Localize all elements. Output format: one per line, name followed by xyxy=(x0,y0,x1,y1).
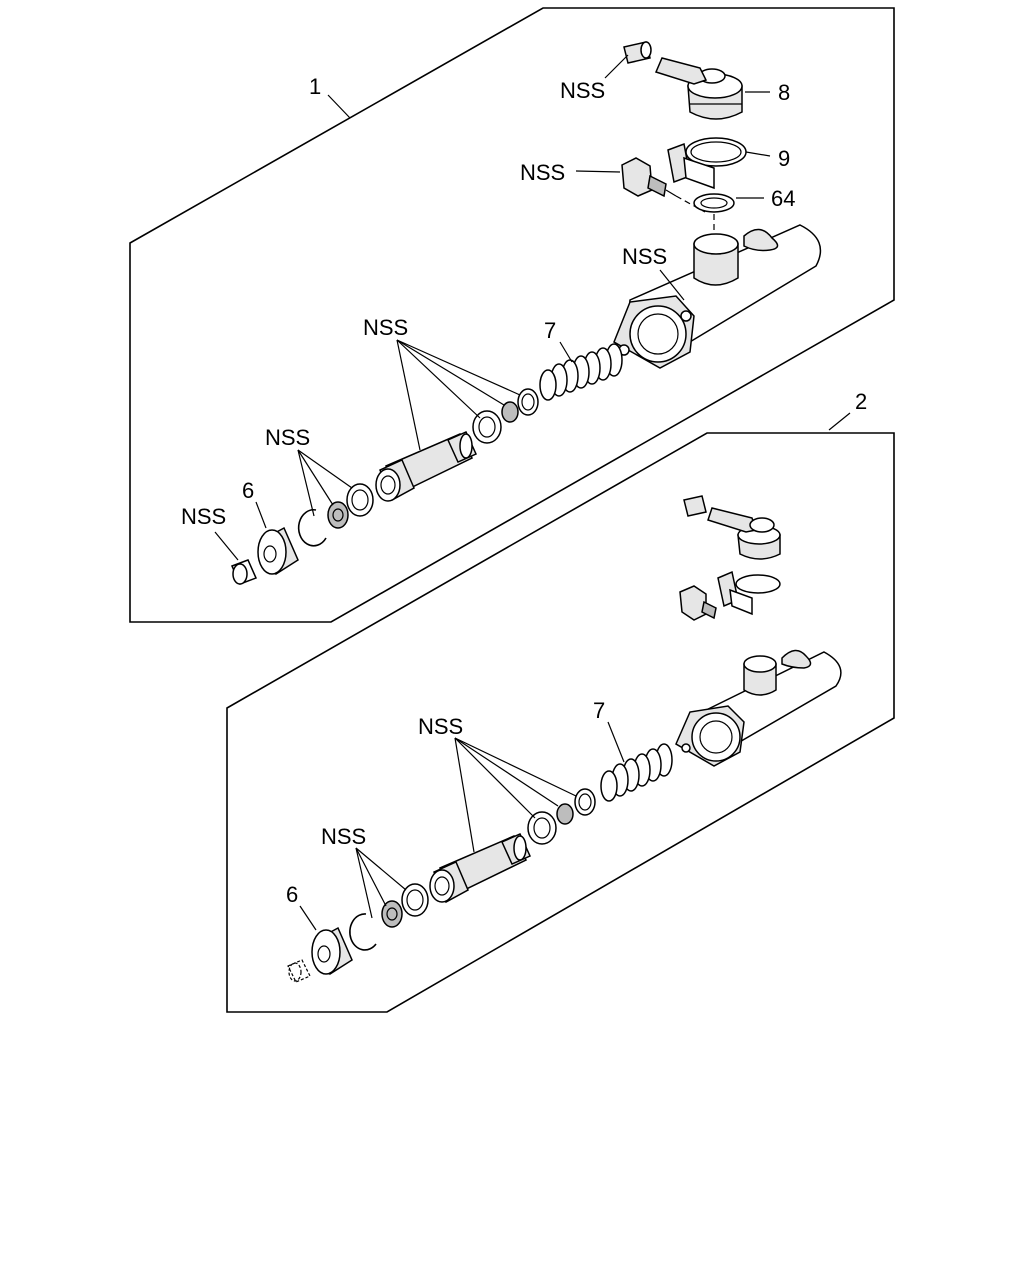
nipple-connector-2 xyxy=(683,495,707,517)
piston-2 xyxy=(429,833,531,904)
panel-2-number: 2 xyxy=(855,389,867,414)
panel-2-leader xyxy=(828,412,851,431)
panel-2-frame xyxy=(226,432,895,1013)
callout-nss-piston-2: NSS xyxy=(418,714,463,739)
bleeder-screw-2 xyxy=(679,585,717,621)
callout-64: 64 xyxy=(771,186,795,211)
panel-1-number: 1 xyxy=(309,74,321,99)
callout-nss-seals: NSS xyxy=(265,425,310,450)
o-ring xyxy=(693,193,735,213)
panel-1-frame xyxy=(129,7,895,623)
callout-nss-cap: NSS xyxy=(181,504,226,529)
return-spring-2 xyxy=(600,743,673,802)
dust-boot-2 xyxy=(311,926,353,976)
callout-7: 7 xyxy=(544,318,556,343)
piston xyxy=(375,431,477,502)
reservoir-cap-2 xyxy=(707,507,781,560)
hose-clamp-2 xyxy=(717,570,781,616)
panel-1: 1 8 NSS 9 xyxy=(129,7,895,623)
callout-6-panel-2: 6 xyxy=(286,882,298,907)
push-rod-cap xyxy=(230,559,258,585)
piston-seal-set-2 xyxy=(527,788,596,845)
callout-nss-top: NSS xyxy=(560,78,605,103)
bleeder-screw xyxy=(621,157,677,198)
cylinder-body xyxy=(613,224,822,369)
callout-nss-piston: NSS xyxy=(363,315,408,340)
callout-nss-bleeder: NSS xyxy=(520,160,565,185)
callout-6: 6 xyxy=(242,478,254,503)
cup-seal-set xyxy=(297,483,374,547)
return-spring xyxy=(539,343,623,401)
callout-9: 9 xyxy=(778,146,790,171)
push-rod-cap-2 xyxy=(287,959,311,983)
panel-2: 2 xyxy=(226,389,895,1013)
piston-seal-set xyxy=(472,388,539,444)
cup-seal-set-2 xyxy=(349,883,429,951)
dust-boot xyxy=(257,526,299,576)
cylinder-body-2 xyxy=(675,649,842,767)
callout-nss-body: NSS xyxy=(622,244,667,269)
nipple-connector xyxy=(623,41,652,64)
panel-1-leader xyxy=(327,94,351,119)
callout-nss-seals-2: NSS xyxy=(321,824,366,849)
reservoir-cap xyxy=(654,57,743,120)
hose-clamp xyxy=(667,137,747,190)
callout-8: 8 xyxy=(778,80,790,105)
callout-7-panel-2: 7 xyxy=(593,698,605,723)
